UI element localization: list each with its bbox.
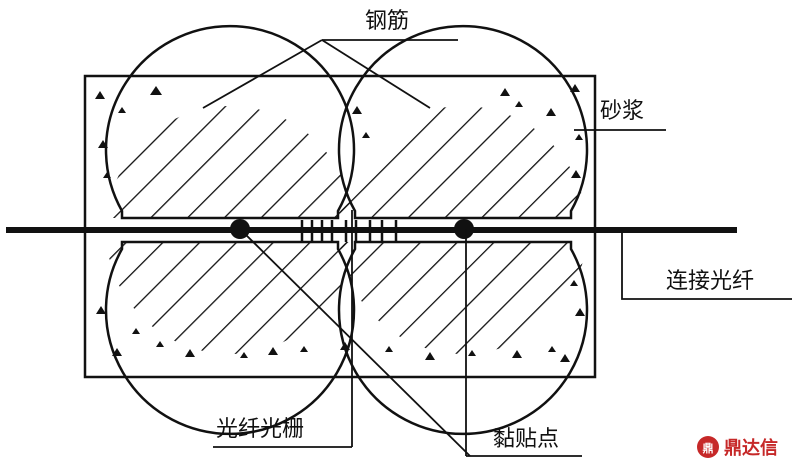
leader-rebar — [202, 39, 458, 109]
logo-watermark: 鼎 鼎达信 — [697, 436, 778, 459]
bond-point-right — [454, 219, 474, 239]
label-connecting-fiber: 连接光纤 — [666, 269, 754, 294]
logo-icon — [697, 436, 719, 458]
label-mortar: 砂浆 — [600, 99, 644, 124]
logo-text: 鼎达信 — [724, 437, 778, 459]
leader-fiber-grating — [213, 210, 353, 448]
label-fiber-grating: 光纤光栅 — [216, 417, 304, 442]
mortar-aggregate-dots — [95, 84, 585, 362]
fiber-grating — [300, 220, 398, 242]
label-rebar: 钢筋 — [365, 9, 409, 34]
svg-text:鼎: 鼎 — [703, 442, 714, 455]
leader-connecting-fiber — [621, 232, 792, 300]
label-bond-point: 黏贴点 — [493, 427, 559, 452]
leader-bond-point — [239, 228, 582, 457]
